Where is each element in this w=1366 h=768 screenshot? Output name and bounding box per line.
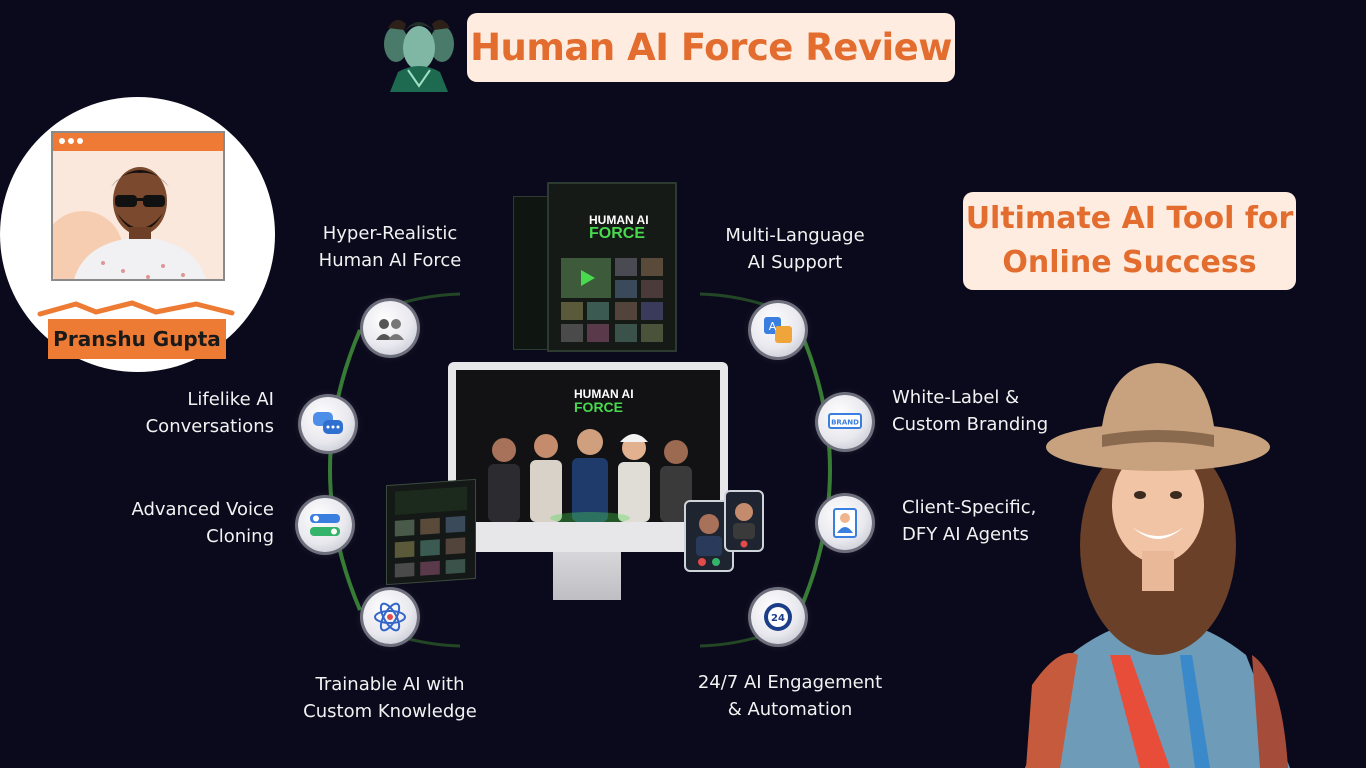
feature-white-label: White-Label & Custom Branding <box>892 384 1072 438</box>
people-icon <box>363 301 417 355</box>
feature-line: Cloning <box>206 526 274 547</box>
screen-brand: HUMAN AI FORCE <box>574 387 634 415</box>
small-box-art <box>394 486 468 578</box>
brand-line: FORCE <box>574 399 623 415</box>
browser-bar <box>53 133 223 151</box>
feature-line: AI Support <box>747 252 843 273</box>
svg-text:A: A <box>769 320 777 333</box>
feature-line: Lifelike AI <box>187 389 274 410</box>
clock-24-icon: 24 <box>751 590 805 644</box>
feature-client-specific: Client-Specific, DFY AI Agents <box>902 494 1062 548</box>
reviewer-photo <box>53 167 206 279</box>
feature-voice-cloning: Advanced Voice Cloning <box>110 496 274 550</box>
feature-multi-language: Multi-Language AI Support <box>700 222 890 276</box>
phone-mockup <box>724 490 764 552</box>
brand-line: FORCE <box>589 225 645 242</box>
feature-line: Trainable AI with <box>315 674 465 695</box>
feature-line: Conversations <box>145 416 274 437</box>
feature-line: Multi-Language <box>725 225 865 246</box>
window-dot-icon <box>77 138 83 144</box>
product-monitor: HUMAN AI FORCE <box>448 362 728 552</box>
tagline-box: Ultimate AI Tool for Online Success <box>963 192 1296 290</box>
product-box: HUMAN AI FORCE <box>547 182 677 352</box>
feature-line: Advanced Voice <box>131 499 274 520</box>
product-box-side <box>513 196 549 350</box>
video-call-screen <box>733 503 755 548</box>
window-dot-icon <box>59 138 65 144</box>
box-video-grid <box>561 258 663 342</box>
page-title: Human AI Force Review <box>467 13 955 82</box>
voice-toggle-icon <box>298 498 352 552</box>
feature-line: Human AI Force <box>318 250 462 271</box>
brush-stroke-icon <box>37 300 235 317</box>
feature-line: Client-Specific, <box>902 497 1037 518</box>
feature-trainable: Trainable AI with Custom Knowledge <box>290 671 490 725</box>
tagline-line: Online Success <box>1002 245 1257 280</box>
woman-with-hat-image <box>1025 363 1290 768</box>
monitor-screen: HUMAN AI FORCE <box>456 370 720 522</box>
window-dot-icon <box>68 138 74 144</box>
feature-lifelike: Lifelike AI Conversations <box>120 386 274 440</box>
clock-badge-text: 24 <box>771 613 785 624</box>
atom-icon <box>363 590 417 644</box>
feature-engagement: 24/7 AI Engagement & Automation <box>680 669 900 723</box>
feature-line: 24/7 AI Engagement <box>697 672 883 693</box>
feature-hyper-realistic: Hyper-Realistic Human AI Force <box>310 220 470 274</box>
feature-line: Custom Knowledge <box>303 701 477 722</box>
feature-line: White-Label & <box>892 387 1020 408</box>
brand-line: HUMAN AI <box>574 387 634 401</box>
feature-line: DFY AI Agents <box>902 524 1029 545</box>
reviewer-photo-frame <box>51 131 225 281</box>
chat-bubbles-icon <box>301 397 355 451</box>
feature-line: Hyper-Realistic <box>322 223 458 244</box>
reviewer-name: Pranshu Gupta <box>48 319 226 359</box>
product-box-small <box>386 478 476 586</box>
translate-icon: A <box>751 303 805 357</box>
brand-tag-icon: BRAND <box>818 395 872 449</box>
brand-line: HUMAN AI <box>589 213 649 227</box>
brand-chip-text: BRAND <box>831 419 859 427</box>
feature-line: Custom Branding <box>892 414 1049 435</box>
avatars-logo-icon <box>384 19 454 92</box>
feature-line: & Automation <box>727 699 853 720</box>
video-call-screen <box>696 514 722 566</box>
monitor-stand <box>553 552 621 600</box>
agent-card-icon <box>818 496 872 550</box>
avatars-group-image <box>488 429 692 522</box>
tagline-line: Ultimate AI Tool for <box>965 201 1294 236</box>
box-brand: HUMAN AI FORCE <box>589 213 675 242</box>
